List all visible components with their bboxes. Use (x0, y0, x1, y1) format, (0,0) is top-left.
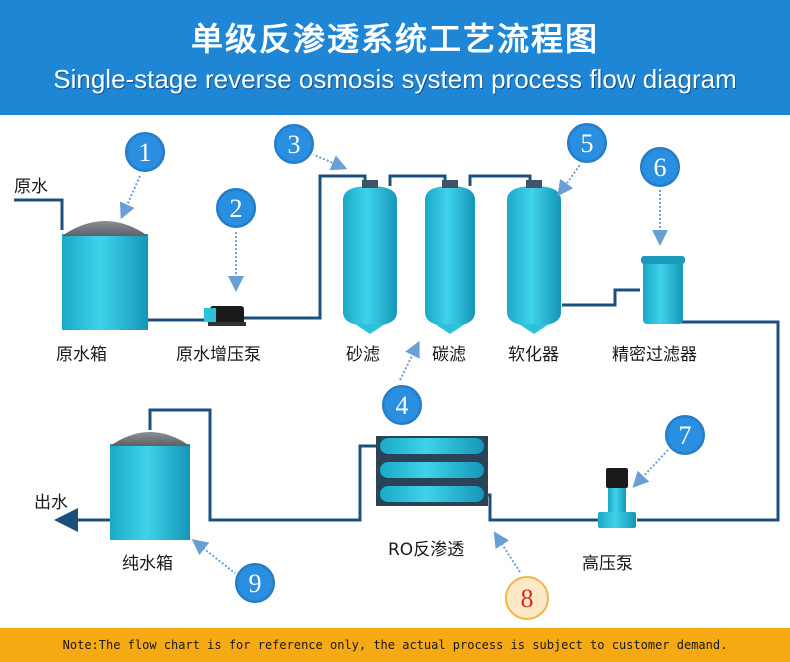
carbon-filter-label: 碳滤 (432, 345, 466, 365)
marker-8-number: 8 (521, 584, 534, 613)
carbon-filter-vessel (425, 180, 475, 334)
carbon-filter-body (425, 186, 475, 326)
pointer-5 (557, 161, 583, 197)
marker-1: 1 (123, 130, 167, 174)
header-banner: 单级反渗透系统工艺流程图 Single-stage reverse osmosi… (0, 0, 790, 115)
hpp-motor (606, 468, 628, 488)
raw-inlet-pipe (14, 198, 64, 230)
booster-pump-head (204, 308, 216, 322)
marker-5: 5 (565, 121, 609, 165)
process-flow-diagram: 原水 出水 原水箱 原水增压泵 砂滤 碳滤 软化器 精密过滤器 高压泵 RO反渗… (14, 121, 780, 620)
marker-4: 4 (380, 383, 424, 427)
sand-filter-body (343, 186, 397, 326)
pointer-8 (493, 531, 521, 573)
raw-water-in-label: 原水 (14, 177, 48, 197)
pure-water-tank (110, 432, 190, 540)
pipe-ro-to-pure-tank (148, 408, 382, 522)
water-out-label: 出水 (34, 493, 68, 513)
raw-tank-dome (62, 221, 148, 236)
booster-pump-motor (210, 306, 244, 324)
marker-7-number: 7 (679, 421, 692, 450)
precision-filter (641, 256, 685, 324)
softener-legs (519, 324, 549, 334)
booster-pump-label: 原水增压泵 (176, 345, 261, 365)
marker-5-number: 5 (581, 129, 594, 158)
precision-filter-cap (641, 256, 685, 264)
booster-pump-base (208, 322, 246, 326)
marker-2-number: 2 (230, 194, 243, 223)
pipe-softener-to-precision (562, 288, 640, 307)
pointer-4 (399, 340, 420, 381)
marker-3: 3 (272, 122, 316, 166)
marker-pointers (119, 153, 669, 575)
marker-3-number: 3 (288, 130, 301, 159)
pipe-sand-to-carbon (388, 174, 447, 186)
high-pressure-pump (598, 468, 636, 528)
softener-label: 软化器 (508, 345, 559, 365)
marker-6: 6 (638, 145, 682, 189)
marker-9: 9 (233, 561, 277, 605)
title-chinese: 单级反渗透系统工艺流程图 (190, 20, 599, 58)
booster-pump (204, 306, 246, 326)
raw-water-tank (62, 221, 148, 330)
ro-label: RO反渗透 (388, 540, 464, 560)
softener-body (507, 186, 561, 326)
marker-2: 2 (214, 186, 258, 230)
ro-tube-3 (380, 486, 484, 502)
footer-banner: Note:The flow chart is for reference onl… (0, 628, 790, 662)
precision-filter-label: 精密过滤器 (612, 345, 697, 365)
pointer-9 (191, 539, 237, 575)
pointer-1 (119, 175, 141, 220)
pipelines (14, 174, 780, 532)
marker-9-number: 9 (249, 569, 262, 598)
title-english: Single-stage reverse osmosis system proc… (53, 64, 737, 94)
pure-tank-body (110, 444, 190, 540)
sand-filter-vessel (343, 180, 397, 334)
marker-7: 7 (663, 413, 707, 457)
component-labels: 原水 出水 原水箱 原水增压泵 砂滤 碳滤 软化器 精密过滤器 高压泵 RO反渗… (14, 177, 697, 574)
hpp-base (598, 512, 636, 528)
hpp-body (608, 488, 626, 512)
ro-membrane-rack (376, 436, 488, 506)
precision-filter-body (643, 258, 683, 324)
sand-filter-legs (355, 324, 385, 334)
pure-tank-label: 纯水箱 (122, 554, 173, 574)
high-pressure-pump-label: 高压泵 (582, 554, 633, 574)
marker-4-number: 4 (396, 391, 409, 420)
pipe-pump-to-sand (242, 174, 367, 320)
marker-6-number: 6 (654, 153, 667, 182)
footer-note: Note:The flow chart is for reference onl… (62, 638, 728, 652)
marker-8: 8 (505, 576, 549, 620)
pipe-hpp-to-ro (480, 493, 600, 522)
softener-valve (526, 180, 542, 188)
raw-tank-body (62, 234, 148, 330)
pipe-precision-to-hpp (637, 320, 780, 522)
pure-tank-dome (110, 432, 190, 446)
raw-tank-label: 原水箱 (56, 345, 107, 365)
ro-tube-1 (380, 438, 484, 454)
carbon-filter-legs (435, 324, 465, 334)
pointer-3 (311, 153, 348, 171)
sand-filter-valve (362, 180, 378, 188)
softener-vessel (507, 180, 561, 334)
marker-1-number: 1 (139, 138, 152, 167)
ro-tube-2 (380, 462, 484, 478)
step-markers: 1 2 3 4 5 6 7 8 (123, 121, 707, 620)
carbon-filter-valve (442, 180, 458, 188)
sand-filter-label: 砂滤 (346, 345, 380, 365)
pointer-7 (632, 449, 669, 488)
pipe-carbon-to-softener (468, 174, 532, 186)
